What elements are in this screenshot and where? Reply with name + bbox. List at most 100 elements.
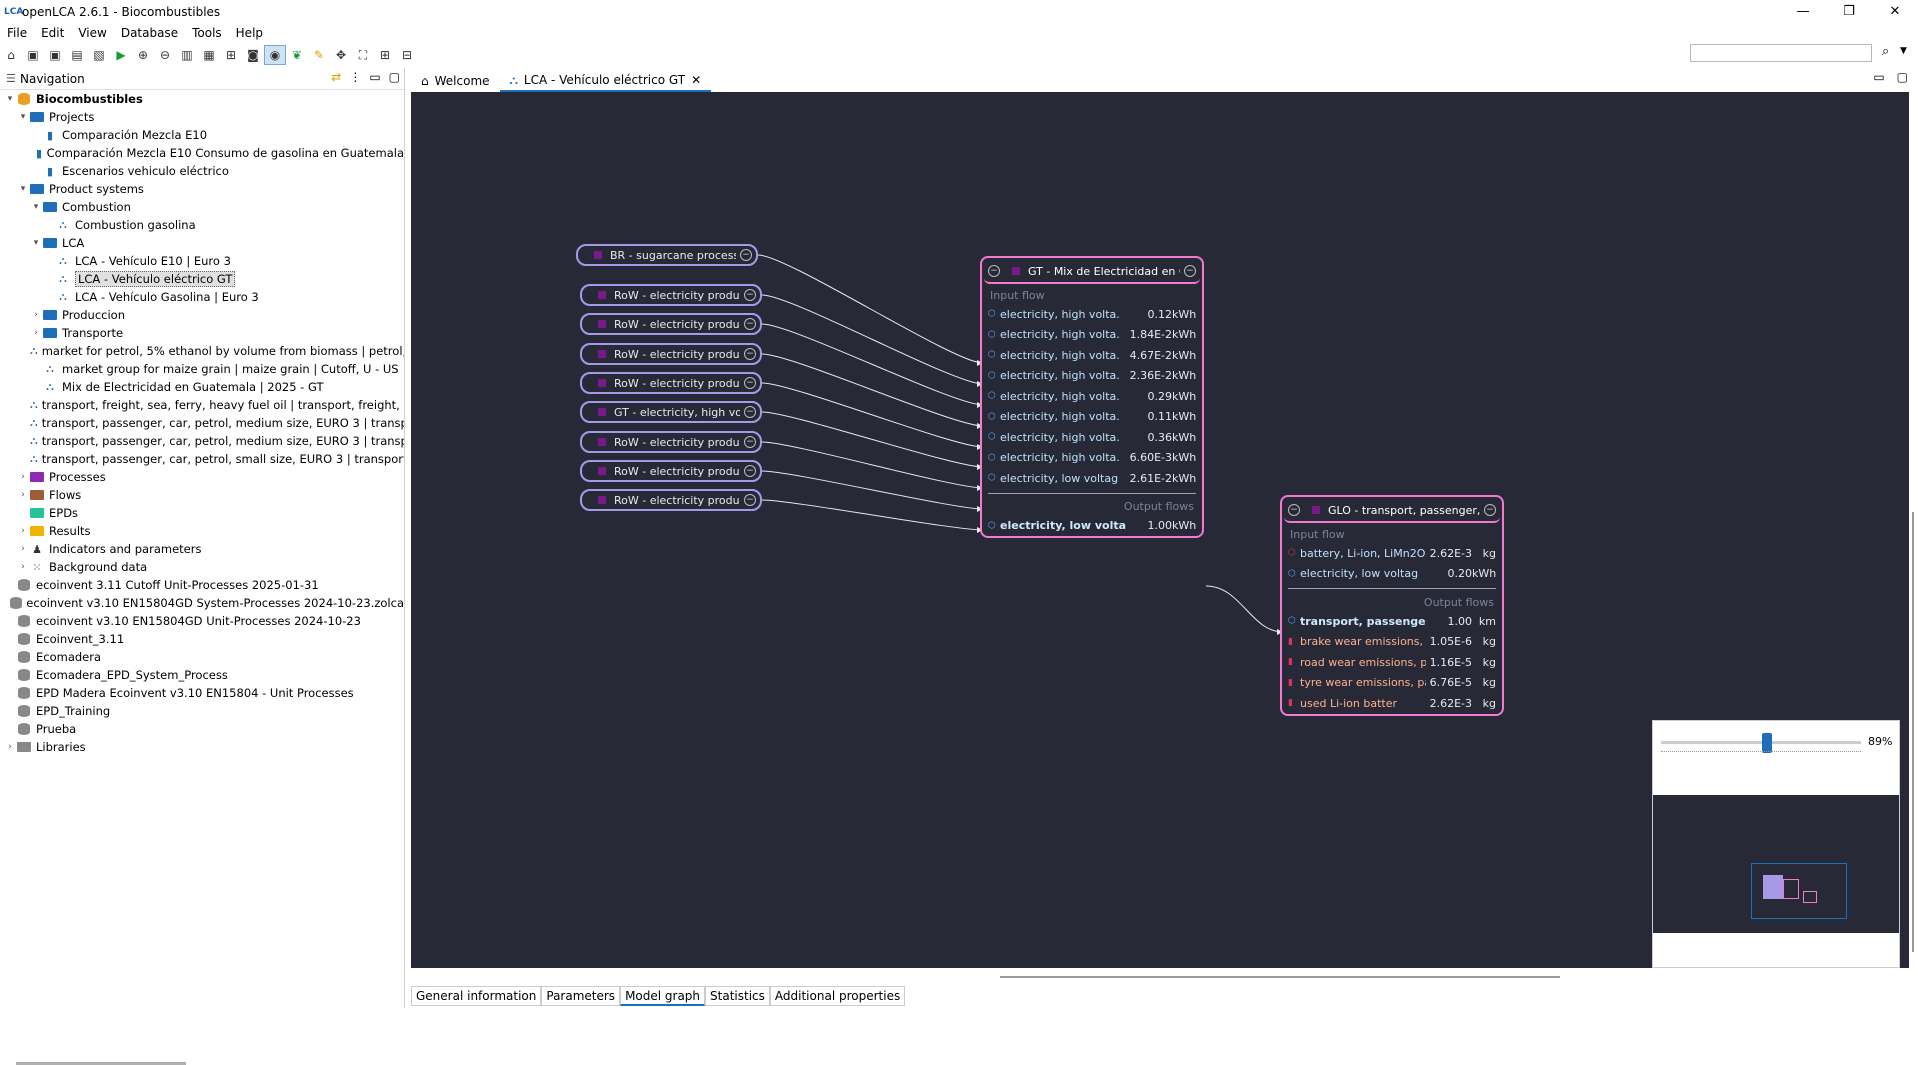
collapse-node-icon[interactable]: − xyxy=(744,406,756,418)
provider-process-node[interactable]: RoW - electricity production, na− xyxy=(580,460,762,482)
output-flow-row[interactable]: ▮road wear emissions, pass1.16E-5kg xyxy=(1282,652,1502,673)
flow-link[interactable] xyxy=(1205,585,1284,633)
menu-help[interactable]: Help xyxy=(235,26,264,40)
expand-arrow-icon[interactable]: › xyxy=(34,328,38,338)
tree-item[interactable]: EPDs xyxy=(0,504,404,522)
tree-item[interactable]: ›Results xyxy=(0,522,404,540)
tree-item[interactable]: ⛬Mix de Electricidad en Guatemala | 2025… xyxy=(0,378,404,396)
collapse-inputs-icon[interactable]: − xyxy=(988,265,1000,277)
flow-link[interactable] xyxy=(757,254,984,364)
expand-arrow-icon[interactable]: › xyxy=(8,742,12,752)
collapse-inputs-icon[interactable]: − xyxy=(1288,504,1300,516)
collapse-outputs-icon[interactable]: − xyxy=(1484,504,1496,516)
tree-item[interactable]: ›⁙Background data xyxy=(0,558,404,576)
link-editor-icon[interactable]: ⇄ xyxy=(331,70,342,84)
provider-process-node[interactable]: RoW - electricity production, ha− xyxy=(580,372,762,394)
zoom-in-icon[interactable]: ⊕ xyxy=(137,48,149,62)
save-icon[interactable]: ▣ xyxy=(27,48,39,62)
collapse-outputs-icon[interactable]: − xyxy=(1184,265,1196,277)
maximize-view-icon[interactable]: ▢ xyxy=(388,70,400,84)
tree-item[interactable]: ⛬transport, passenger, car, petrol, medi… xyxy=(0,432,404,450)
tab-welcome[interactable]: ⌂ Welcome xyxy=(411,70,500,92)
expand-arrow-icon[interactable]: › xyxy=(34,310,38,320)
fit-icon[interactable]: ▥ xyxy=(181,48,193,62)
collapse-node-icon[interactable]: − xyxy=(744,494,756,506)
expand-arrow-icon[interactable]: › xyxy=(21,544,25,554)
collapse-node-icon[interactable]: − xyxy=(744,465,756,477)
leaf-icon[interactable]: ❦ xyxy=(291,48,303,62)
tree-item[interactable]: ›Flows xyxy=(0,486,404,504)
tree-item[interactable]: EPD_Training xyxy=(0,702,404,720)
tab-general-information[interactable]: General information xyxy=(411,986,542,1006)
minimap-viewport[interactable] xyxy=(1751,863,1847,919)
tree-item[interactable]: ⛬Combustion gasolina xyxy=(0,216,404,234)
expand-arrow-icon[interactable]: ▾ xyxy=(20,112,26,122)
minimize-view-icon[interactable]: ▭ xyxy=(369,70,381,84)
tree-item[interactable]: Prueba xyxy=(0,720,404,738)
tab-product-system[interactable]: ⛬ LCA - Vehículo eléctrico GT ✕ xyxy=(499,70,712,92)
collapse-node-icon[interactable]: − xyxy=(744,377,756,389)
move-icon[interactable]: ✥ xyxy=(335,48,347,62)
zoom-slider-handle[interactable] xyxy=(1762,733,1773,753)
tree-item[interactable]: ▾Combustion xyxy=(0,198,404,216)
layout-icon[interactable]: ▦ xyxy=(203,48,215,62)
home-icon[interactable]: ⌂ xyxy=(7,48,15,62)
collapse-node-icon[interactable]: − xyxy=(744,289,756,301)
output-flows-header[interactable]: Output flows xyxy=(1423,595,1494,609)
collapse-node-icon[interactable]: − xyxy=(744,348,756,360)
expand-arrow-icon[interactable]: ▾ xyxy=(7,94,13,104)
tree-item[interactable]: ▮Comparación Mezcla E10 xyxy=(0,126,404,144)
expand-arrow-icon[interactable]: › xyxy=(21,526,25,536)
tree-item[interactable]: ⛬market for petrol, 5% ethanol by volume… xyxy=(0,342,404,360)
provider-process-node[interactable]: GT - electricity, high voltage, im.− xyxy=(580,401,762,423)
save-as-icon[interactable]: ▣ xyxy=(49,48,61,62)
tree-item[interactable]: ecoinvent 3.11 Cutoff Unit-Processes 202… xyxy=(0,576,404,594)
expand-arrow-icon[interactable]: ▾ xyxy=(33,202,39,212)
tree-item[interactable]: ›♟Indicators and parameters xyxy=(0,540,404,558)
tree-item[interactable]: ecoinvent v3.10 EN15804GD Unit-Processes… xyxy=(0,612,404,630)
collapse-all-icon[interactable]: ⊟ xyxy=(401,48,413,62)
tree-item[interactable]: ecoinvent v3.10 EN15804GD System-Process… xyxy=(0,594,404,612)
search-dropdown-icon[interactable]: ▼ xyxy=(1900,46,1907,56)
search-icon[interactable]: ⌕ xyxy=(1882,44,1890,59)
output-flows-header[interactable]: Output flows xyxy=(1123,500,1194,513)
search-input[interactable] xyxy=(1690,44,1872,62)
menu-view[interactable]: View xyxy=(78,26,107,40)
node-header[interactable]: −GLO - transport, passenger, ca− xyxy=(1284,499,1500,523)
close-button[interactable]: ✕ xyxy=(1889,3,1901,19)
tree-item[interactable]: ▮Escenarios vehiculo eléctrico xyxy=(0,162,404,180)
electricity-mix-node[interactable]: −GT - Mix de Electricidad en Gua−Input f… xyxy=(980,256,1204,538)
tree-item[interactable]: ›Processes xyxy=(0,468,404,486)
provider-process-node[interactable]: RoW - electricity production, ph− xyxy=(580,489,762,511)
flow-link[interactable] xyxy=(761,411,984,468)
node-header[interactable]: −GT - Mix de Electricidad en Gua− xyxy=(984,260,1200,284)
output-flow-row[interactable]: ▮tyre wear emissions, pass6.76E-5kg xyxy=(1282,673,1502,694)
report-icon[interactable]: ▧ xyxy=(93,48,105,62)
collapse-node-icon[interactable]: − xyxy=(744,436,756,448)
tab-model-graph[interactable]: Model graph xyxy=(620,986,706,1006)
edit-icon[interactable]: ✎ xyxy=(313,48,325,62)
minimap-overview[interactable] xyxy=(1653,795,1899,933)
provider-process-node[interactable]: RoW - electricity production, de− xyxy=(580,284,762,306)
calculate-icon[interactable]: ▶ xyxy=(116,48,126,62)
tree-item[interactable]: ▮Comparación Mezcla E10 Consumo de gasol… xyxy=(0,144,404,162)
tree-layout-icon[interactable]: ⊞ xyxy=(225,48,237,62)
tab-parameters[interactable]: Parameters xyxy=(541,986,621,1006)
flow-link[interactable] xyxy=(761,294,984,385)
maximize-button[interactable]: ❐ xyxy=(1843,3,1855,19)
horizontal-scrollbar[interactable] xyxy=(1000,976,1560,978)
input-flows-header[interactable]: Input flow xyxy=(1290,527,1345,541)
expand-arrow-icon[interactable]: › xyxy=(21,562,25,572)
camera-icon[interactable]: ◙ xyxy=(247,48,259,62)
zoom-out-icon[interactable]: ⊖ xyxy=(159,48,171,62)
